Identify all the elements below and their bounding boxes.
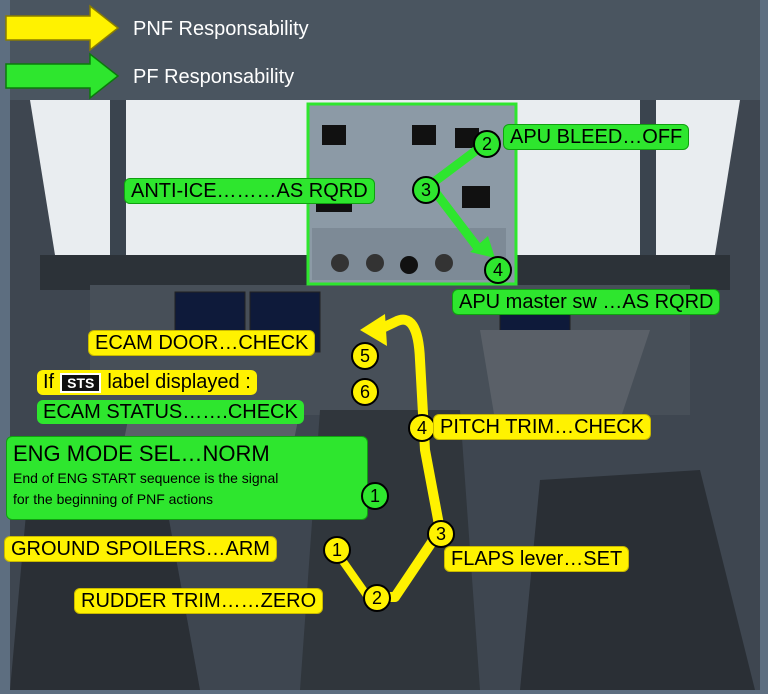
step-pitch-trim-num: 4	[408, 414, 436, 442]
pnf-sequence-path	[368, 314, 445, 602]
step-pitch-trim: PITCH TRIM…CHECK	[433, 414, 652, 440]
pf-arrow-head	[470, 236, 495, 258]
step-flaps-num: 3	[427, 520, 455, 548]
step-rudder-trim: RUDDER TRIM……ZERO	[74, 588, 324, 614]
fo-seat	[520, 470, 755, 690]
step-ecam-status: ECAM STATUS…….CHECK	[37, 400, 304, 424]
step-eng-mode-title: ENG MODE SEL…NORM	[13, 441, 270, 466]
wings-switch	[400, 256, 418, 274]
step-ecam-door: ECAM DOOR…CHECK	[88, 330, 316, 356]
step-apu-master-num: 4	[484, 256, 512, 284]
step-flaps: FLAPS lever…SET	[444, 546, 630, 572]
step-ecam-status-num: 6	[351, 378, 379, 406]
step-apu-master: APU master sw …AS RQRD	[452, 289, 721, 315]
strobe-switch	[331, 254, 349, 272]
captain-seat	[10, 470, 200, 690]
window-heat-button	[462, 186, 490, 208]
overhead-panel	[10, 0, 760, 100]
step-rudder-trim-num: 2	[363, 584, 391, 612]
legend-pf: PF Responsability	[133, 66, 295, 88]
step-ecam-door-num: 5	[351, 342, 379, 370]
fault-button-1	[322, 125, 346, 145]
if-text: If	[43, 371, 55, 393]
step-ground-spoilers-num: 1	[323, 536, 351, 564]
beacon-switch	[366, 254, 384, 272]
label-displayed-text: label displayed :	[107, 371, 251, 393]
legend-arrow-pf-icon	[5, 52, 120, 100]
fault-button-2	[412, 125, 436, 145]
step-anti-ice-num: 3	[412, 176, 440, 204]
step-eng-mode-num: 1	[361, 482, 389, 510]
fo-tray	[480, 330, 650, 420]
nav-switch	[435, 254, 453, 272]
pnf-arrow-head	[360, 314, 387, 346]
step-apu-bleed: APU BLEED…OFF	[503, 124, 690, 150]
step-anti-ice: ANTI-ICE………AS RQRD	[124, 178, 375, 204]
step-eng-mode-note2: for the beginning of PNF actions	[13, 491, 214, 507]
step-eng-mode-note1: End of ENG START sequence is the signal	[13, 470, 279, 486]
sts-label-icon: STS	[60, 372, 102, 393]
window-frame-left	[110, 100, 126, 265]
legend-pnf: PNF Responsability	[133, 18, 309, 40]
step-ground-spoilers: GROUND SPOILERS…ARM	[4, 536, 277, 562]
step-eng-mode-box: ENG MODE SEL…NORM End of ENG START seque…	[6, 436, 368, 520]
step-apu-bleed-num: 2	[473, 130, 501, 158]
legend-arrow-pnf-icon	[5, 4, 120, 52]
